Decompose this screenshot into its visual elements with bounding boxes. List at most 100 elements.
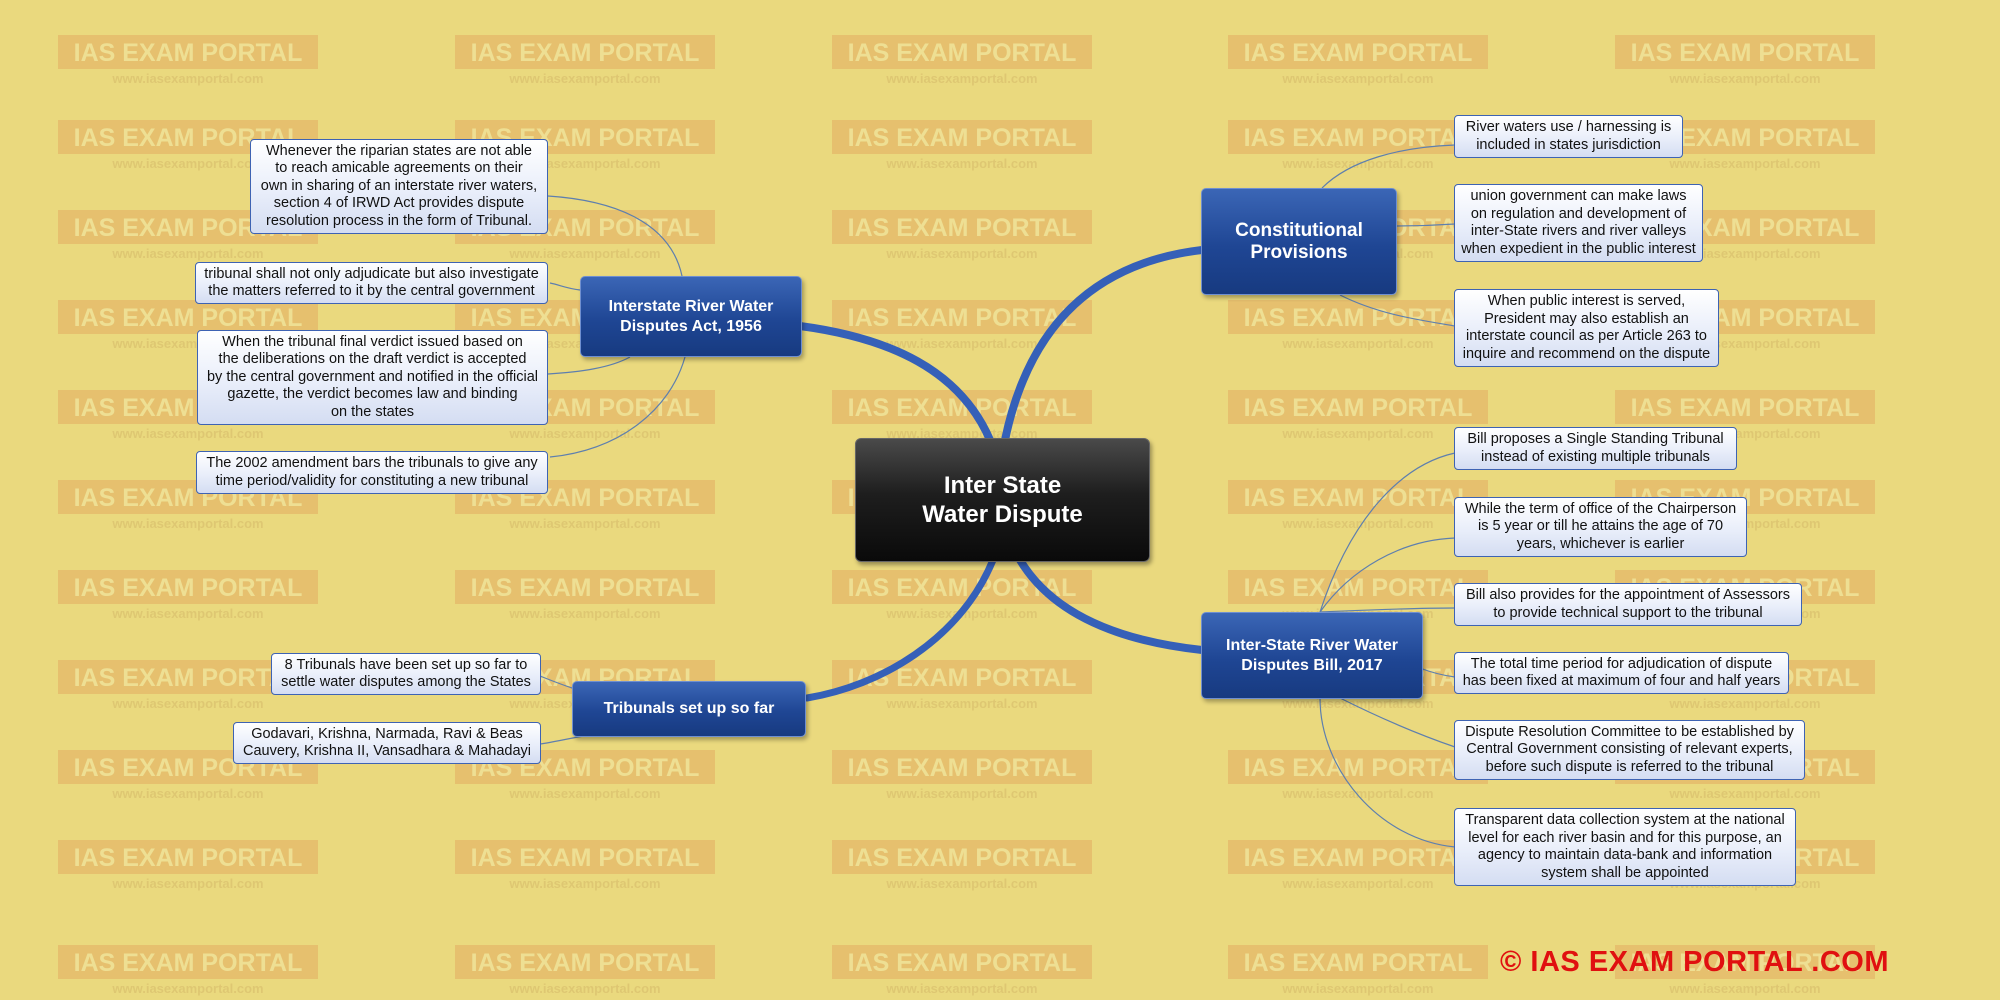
svg-text:IAS EXAM PORTAL: IAS EXAM PORTAL xyxy=(1244,394,1473,422)
svg-text:IAS EXAM PORTAL: IAS EXAM PORTAL xyxy=(1631,39,1860,67)
svg-text:www.iasexamportal.com: www.iasexamportal.com xyxy=(508,516,660,531)
leaf-bill-2[interactable]: While the term of office of the Chairper… xyxy=(1454,497,1747,557)
watermark-logo: IAS EXAM PORTAL www.iasexamportal.com xyxy=(832,945,1092,996)
svg-text:IAS EXAM PORTAL: IAS EXAM PORTAL xyxy=(1244,574,1473,602)
svg-text:IAS EXAM PORTAL: IAS EXAM PORTAL xyxy=(848,754,1077,782)
watermark-logo: IAS EXAM PORTAL www.iasexamportal.com xyxy=(832,840,1092,891)
svg-text:www.iasexamportal.com: www.iasexamportal.com xyxy=(508,71,660,86)
central-topic-line-1: Inter State xyxy=(943,472,1062,499)
connector-central-bill xyxy=(1016,556,1206,654)
svg-text:www.iasexamportal.com: www.iasexamportal.com xyxy=(508,246,660,261)
svg-text:IAS EXAM PORTAL: IAS EXAM PORTAL xyxy=(848,949,1077,977)
svg-text:IAS EXAM PORTAL: IAS EXAM PORTAL xyxy=(74,949,303,977)
svg-text:IAS EXAM PORTAL: IAS EXAM PORTAL xyxy=(471,574,700,602)
svg-text:IAS EXAM PORTAL: IAS EXAM PORTAL xyxy=(1244,949,1473,977)
leaf-bill-3[interactable]: Bill also provides for the appointment o… xyxy=(1454,583,1802,626)
branch-act-line-2: Disputes Act, 1956 xyxy=(620,317,762,335)
watermark-logo: IAS EXAM PORTAL www.iasexamportal.com xyxy=(1615,35,1875,86)
svg-text:IAS EXAM PORTAL: IAS EXAM PORTAL xyxy=(74,574,303,602)
leaf-constitutional-3[interactable]: When public interest is served,President… xyxy=(1454,289,1719,367)
svg-text:www.iasexamportal.com: www.iasexamportal.com xyxy=(111,426,263,441)
svg-text:IAS EXAM PORTAL: IAS EXAM PORTAL xyxy=(1244,754,1473,782)
svg-text:IAS EXAM PORTAL: IAS EXAM PORTAL xyxy=(848,214,1077,242)
branch-constitutional-line-1: Constitutional xyxy=(1235,219,1363,241)
watermark-logo: IAS EXAM PORTAL www.iasexamportal.com xyxy=(832,210,1092,261)
svg-text:www.iasexamportal.com: www.iasexamportal.com xyxy=(508,606,660,621)
branch-bill-line-2: Disputes Bill, 2017 xyxy=(1241,656,1383,674)
connector-central-tribunals xyxy=(803,556,997,702)
connector-central-act xyxy=(796,322,994,444)
svg-text:IAS EXAM PORTAL: IAS EXAM PORTAL xyxy=(848,124,1077,152)
svg-text:www.iasexamportal.com: www.iasexamportal.com xyxy=(885,876,1037,891)
svg-text:IAS EXAM PORTAL: IAS EXAM PORTAL xyxy=(1631,949,1860,977)
watermark-logo: IAS EXAM PORTAL www.iasexamportal.com xyxy=(58,945,318,996)
branch-tribunals-line-1: Tribunals set up so far xyxy=(603,700,775,717)
central-topic[interactable]: Inter State Water Dispute xyxy=(855,438,1150,562)
svg-text:www.iasexamportal.com: www.iasexamportal.com xyxy=(1668,696,1820,711)
leaf-act-3[interactable]: When the tribunal final verdict issued b… xyxy=(197,330,548,425)
watermark-logo: IAS EXAM PORTAL www.iasexamportal.com xyxy=(58,35,318,86)
leaf-bill-5[interactable]: Dispute Resolution Committee to be estab… xyxy=(1454,720,1805,780)
leaf-act-2[interactable]: tribunal shall not only adjudicate but a… xyxy=(195,262,548,304)
svg-text:IAS EXAM PORTAL: IAS EXAM PORTAL xyxy=(848,39,1077,67)
svg-text:www.iasexamportal.com: www.iasexamportal.com xyxy=(111,696,263,711)
svg-text:www.iasexamportal.com: www.iasexamportal.com xyxy=(1281,336,1433,351)
svg-text:IAS EXAM PORTAL: IAS EXAM PORTAL xyxy=(848,304,1077,332)
svg-text:www.iasexamportal.com: www.iasexamportal.com xyxy=(111,606,263,621)
svg-text:IAS EXAM PORTAL: IAS EXAM PORTAL xyxy=(848,844,1077,872)
svg-text:www.iasexamportal.com: www.iasexamportal.com xyxy=(885,156,1037,171)
leaf-act-4[interactable]: The 2002 amendment bars the tribunals to… xyxy=(196,451,548,494)
svg-text:www.iasexamportal.com: www.iasexamportal.com xyxy=(885,246,1037,261)
watermark-logo: IAS EXAM PORTAL www.iasexamportal.com xyxy=(58,840,318,891)
svg-text:www.iasexamportal.com: www.iasexamportal.com xyxy=(1281,786,1433,801)
leaf-act-1[interactable]: Whenever the riparian states are not abl… xyxy=(250,139,548,234)
branch-constitutional-line-2: Provisions xyxy=(1250,241,1348,263)
svg-text:IAS EXAM PORTAL: IAS EXAM PORTAL xyxy=(74,844,303,872)
svg-text:www.iasexamportal.com: www.iasexamportal.com xyxy=(1668,786,1820,801)
svg-text:IAS EXAM PORTAL: IAS EXAM PORTAL xyxy=(471,844,700,872)
svg-text:www.iasexamportal.com: www.iasexamportal.com xyxy=(111,71,263,86)
leaf-bill-1[interactable]: Bill proposes a Single Standing Tribunal… xyxy=(1454,427,1737,470)
svg-text:IAS EXAM PORTAL: IAS EXAM PORTAL xyxy=(1244,304,1473,332)
leaf-bill-4[interactable]: The total time period for adjudication o… xyxy=(1454,652,1789,694)
watermark-logo: IAS EXAM PORTAL www.iasexamportal.com xyxy=(832,120,1092,171)
connector-central-constitutional xyxy=(1001,246,1206,444)
svg-text:IAS EXAM PORTAL: IAS EXAM PORTAL xyxy=(1244,39,1473,67)
svg-text:www.iasexamportal.com: www.iasexamportal.com xyxy=(508,426,660,441)
branch-disputes-bill-2017[interactable]: Inter-State River Water Disputes Bill, 2… xyxy=(1201,612,1423,699)
branch-act-line-1: Interstate River Water xyxy=(608,297,774,315)
svg-text:www.iasexamportal.com: www.iasexamportal.com xyxy=(1281,981,1433,996)
svg-text:www.iasexamportal.com: www.iasexamportal.com xyxy=(1668,156,1820,171)
watermark-logo: IAS EXAM PORTAL www.iasexamportal.com xyxy=(455,570,715,621)
svg-text:www.iasexamportal.com: www.iasexamportal.com xyxy=(885,786,1037,801)
svg-text:www.iasexamportal.com: www.iasexamportal.com xyxy=(111,246,263,261)
svg-text:www.iasexamportal.com: www.iasexamportal.com xyxy=(111,786,263,801)
svg-text:www.iasexamportal.com: www.iasexamportal.com xyxy=(885,336,1037,351)
svg-text:www.iasexamportal.com: www.iasexamportal.com xyxy=(111,981,263,996)
leaf-bill-6[interactable]: Transparent data collection system at th… xyxy=(1454,808,1796,886)
svg-text:www.iasexamportal.com: www.iasexamportal.com xyxy=(885,426,1037,441)
branch-tribunals-set-up[interactable]: Tribunals set up so far xyxy=(572,681,806,737)
svg-text:www.iasexamportal.com: www.iasexamportal.com xyxy=(111,876,263,891)
branch-constitutional-provisions[interactable]: Constitutional Provisions xyxy=(1201,188,1397,295)
branch-disputes-act-1956[interactable]: Interstate River Water Disputes Act, 195… xyxy=(580,276,802,357)
watermark-logo: IAS EXAM PORTAL www.iasexamportal.com xyxy=(58,570,318,621)
svg-text:www.iasexamportal.com: www.iasexamportal.com xyxy=(885,981,1037,996)
svg-text:IAS EXAM PORTAL: IAS EXAM PORTAL xyxy=(471,949,700,977)
svg-text:IAS EXAM PORTAL: IAS EXAM PORTAL xyxy=(74,304,303,332)
svg-text:www.iasexamportal.com: www.iasexamportal.com xyxy=(1668,71,1820,86)
svg-text:IAS EXAM PORTAL: IAS EXAM PORTAL xyxy=(74,39,303,67)
svg-text:www.iasexamportal.com: www.iasexamportal.com xyxy=(111,156,263,171)
